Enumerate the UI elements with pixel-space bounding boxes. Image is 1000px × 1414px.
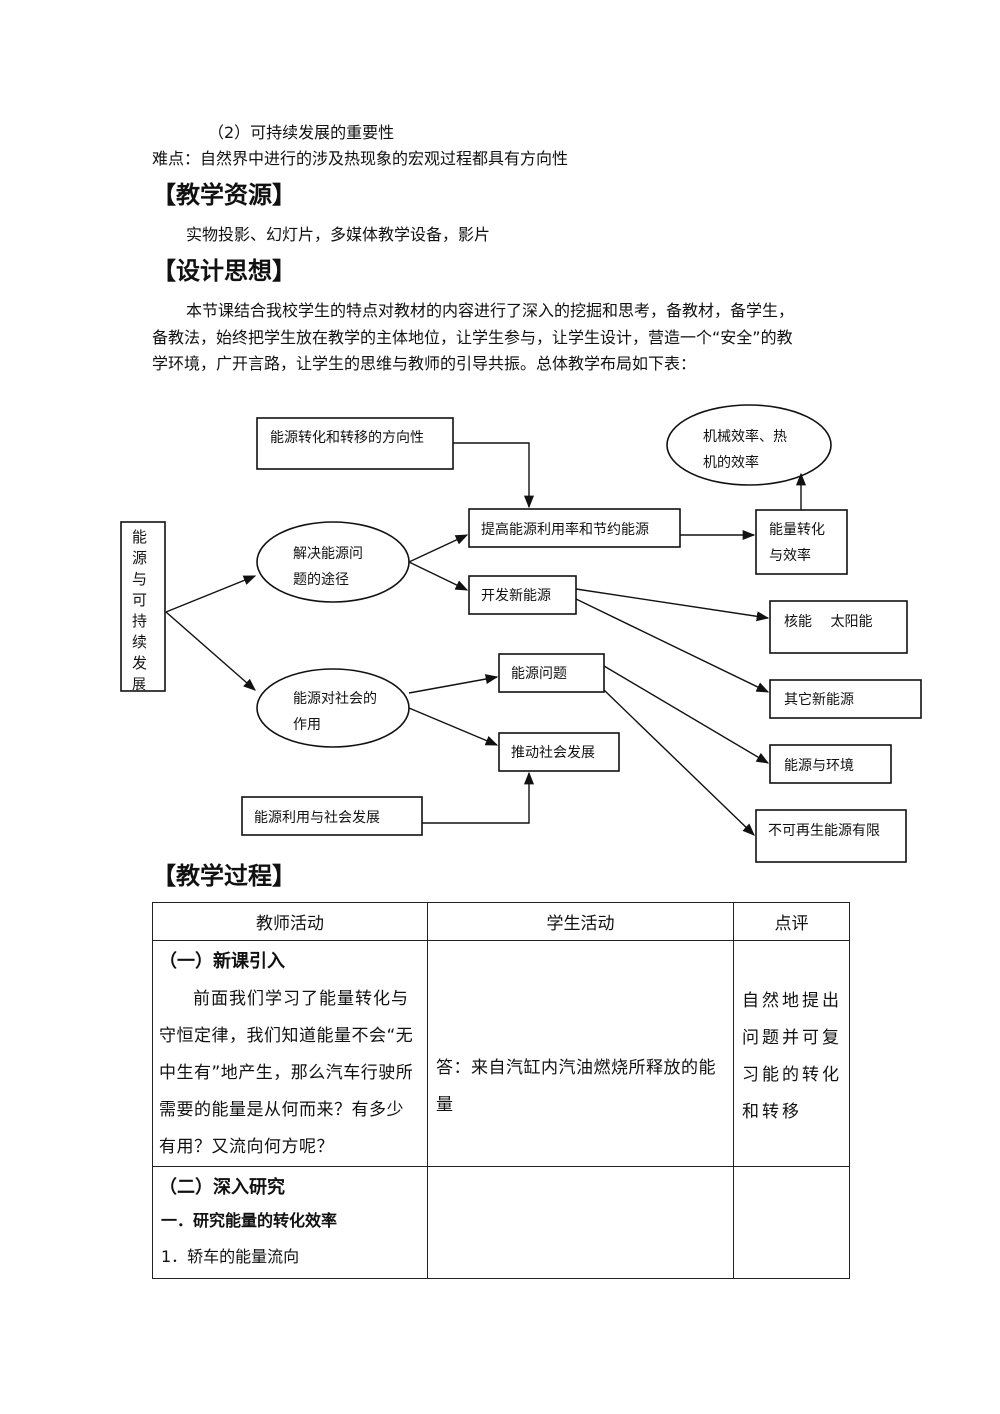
comment-cell-2 (733, 1166, 850, 1279)
usage-box (241, 796, 423, 836)
design-line-2: 备教法，始终把学生放在教学的主体地位，让学生参与，让学生设计，营造一个“安全”的… (152, 328, 793, 347)
arrow-direction-improve (453, 442, 535, 509)
problem-box (498, 653, 605, 693)
improve-label: 提高能源利用率和节约能源 (481, 521, 649, 538)
col-header-comment: 点评 (733, 902, 850, 941)
teacher-line: 中生有”地产生，那么汽车行驶所 (159, 1063, 414, 1083)
resources-heading: 【教学资源】 (152, 181, 296, 209)
resources-text: 实物投影、幻灯片，多媒体教学设备，影片 (186, 225, 491, 244)
comment-line: 自然地提出 (742, 991, 842, 1011)
teacher-cell-2: （二）深入研究 一．研究能量的转化效率 1．轿车的能量流向 (152, 1166, 428, 1279)
table-row: （二）深入研究 一．研究能量的转化效率 1．轿车的能量流向 (152, 1166, 850, 1279)
root-char: 持 (132, 612, 147, 630)
row2-item: 1．轿车的能量流向 (161, 1247, 300, 1266)
arrow-solve-improve (408, 534, 469, 563)
conversion-box (755, 509, 848, 575)
other-label: 其它新能源 (784, 691, 854, 708)
teacher-line: 前面我们学习了能量转化与 (193, 989, 409, 1009)
process-heading: 【教学过程】 (152, 862, 296, 890)
efficiency-ellipse (666, 404, 832, 486)
row2-title: （二）深入研究 (159, 1177, 285, 1198)
env-box (769, 744, 892, 784)
row1-title: （一）新课引入 (159, 951, 285, 972)
arrow-problem-env (603, 665, 770, 764)
solve-ellipse (256, 521, 410, 603)
conversion-label-1: 能量转化 (769, 522, 825, 538)
difficulty-line: 难点：自然界中进行的涉及热现象的宏观过程都具有方向性 (152, 149, 569, 168)
develop-box (468, 575, 577, 615)
conversion-label-2: 与效率 (769, 547, 811, 564)
point-2: （2）可持续发展的重要性 (208, 123, 395, 142)
nuclear-box (769, 600, 908, 654)
student-line: 量 (436, 1095, 454, 1115)
design-line-3: 学环境，广开言路，让学生的思维与教师的引导共振。总体教学布局如下表： (152, 354, 697, 373)
root-char: 发 (132, 654, 147, 672)
nonrenew-box (755, 809, 907, 863)
arrow-solve-develop (408, 561, 469, 591)
direction-label: 能源转化和转移的方向性 (270, 430, 424, 446)
design-heading: 【设计思想】 (152, 257, 296, 285)
student-line: 答：来自汽缸内汽油燃烧所释放的能 (436, 1058, 716, 1078)
arrow-problem-nonrenew (603, 689, 755, 836)
promote-box (498, 732, 620, 772)
arrow-society-promote (408, 707, 499, 746)
env-label: 能源与环境 (784, 758, 854, 774)
col-header-teacher: 教师活动 (152, 902, 428, 941)
comment-line: 问题并可复 (742, 1028, 842, 1048)
root-char: 可 (132, 591, 147, 609)
arrow-develop-nuclear (575, 588, 770, 622)
table-header-row: 教师活动 学生活动 点评 (152, 902, 850, 941)
promote-label: 推动社会发展 (511, 745, 595, 761)
teacher-cell-1: （一）新课引入 前面我们学习了能量转化与 守恒定律，我们知道能量不会“无 中生有… (152, 940, 428, 1167)
root-char: 能 (132, 528, 147, 546)
arrow-root-society (165, 611, 256, 691)
nuclear-label: 核能 太阳能 (784, 614, 872, 630)
efficiency-label-1: 机械效率、热 (703, 428, 787, 445)
row2-subheading: 一．研究能量的转化效率 (161, 1211, 338, 1230)
improve-box (468, 508, 681, 548)
efficiency-label-2: 机的效率 (703, 454, 759, 471)
process-table: 教师活动 学生活动 点评 （一）新课引入 前面我们学习了能量转化与 守恒定律，我… (152, 902, 850, 1279)
problem-label: 能源问题 (511, 666, 567, 682)
arrow-usage-promote (422, 771, 535, 824)
direction-box (256, 417, 454, 470)
root-box (120, 521, 166, 692)
arrow-society-problem (408, 674, 499, 694)
solve-label-2: 题的途径 (293, 571, 349, 588)
arrow-develop-other (575, 598, 770, 693)
solve-label-1: 解决能源问 (293, 546, 363, 562)
nonrenew-label: 不可再生能源有限 (768, 823, 880, 839)
society-label-1: 能源对社会的 (293, 691, 377, 707)
comment-line: 习能的转化 (742, 1065, 842, 1085)
design-line-1: 本节课结合我校学生的特点对教材的内容进行了深入的挖掘和思考，备教材，备学生， (186, 301, 795, 320)
table-row: （一）新课引入 前面我们学习了能量转化与 守恒定律，我们知道能量不会“无 中生有… (152, 940, 850, 1167)
comment-line: 和转移 (742, 1102, 802, 1122)
arrow-root-solve (165, 575, 257, 613)
teacher-line: 守恒定律，我们知道能量不会“无 (159, 1026, 414, 1046)
col-header-student: 学生活动 (427, 902, 734, 941)
usage-label: 能源利用与社会发展 (254, 810, 380, 826)
develop-label: 开发新能源 (481, 588, 551, 604)
root-char: 源 (132, 549, 147, 567)
society-label-2: 作用 (293, 717, 321, 733)
student-cell-2 (427, 1166, 734, 1279)
teacher-line: 有用？又流向何方呢？ (159, 1137, 334, 1157)
comment-cell-1: 自然地提出 问题并可复 习能的转化 和转移 (733, 940, 850, 1167)
student-cell-1: 答：来自汽缸内汽油燃烧所释放的能 量 (427, 940, 734, 1167)
other-box (769, 679, 922, 719)
root-char: 续 (132, 633, 147, 651)
root-char: 展 (132, 677, 146, 693)
root-char: 与 (132, 570, 147, 588)
society-ellipse (256, 668, 410, 748)
teacher-line: 需要的能量是从何而来？有多少 (159, 1100, 404, 1120)
